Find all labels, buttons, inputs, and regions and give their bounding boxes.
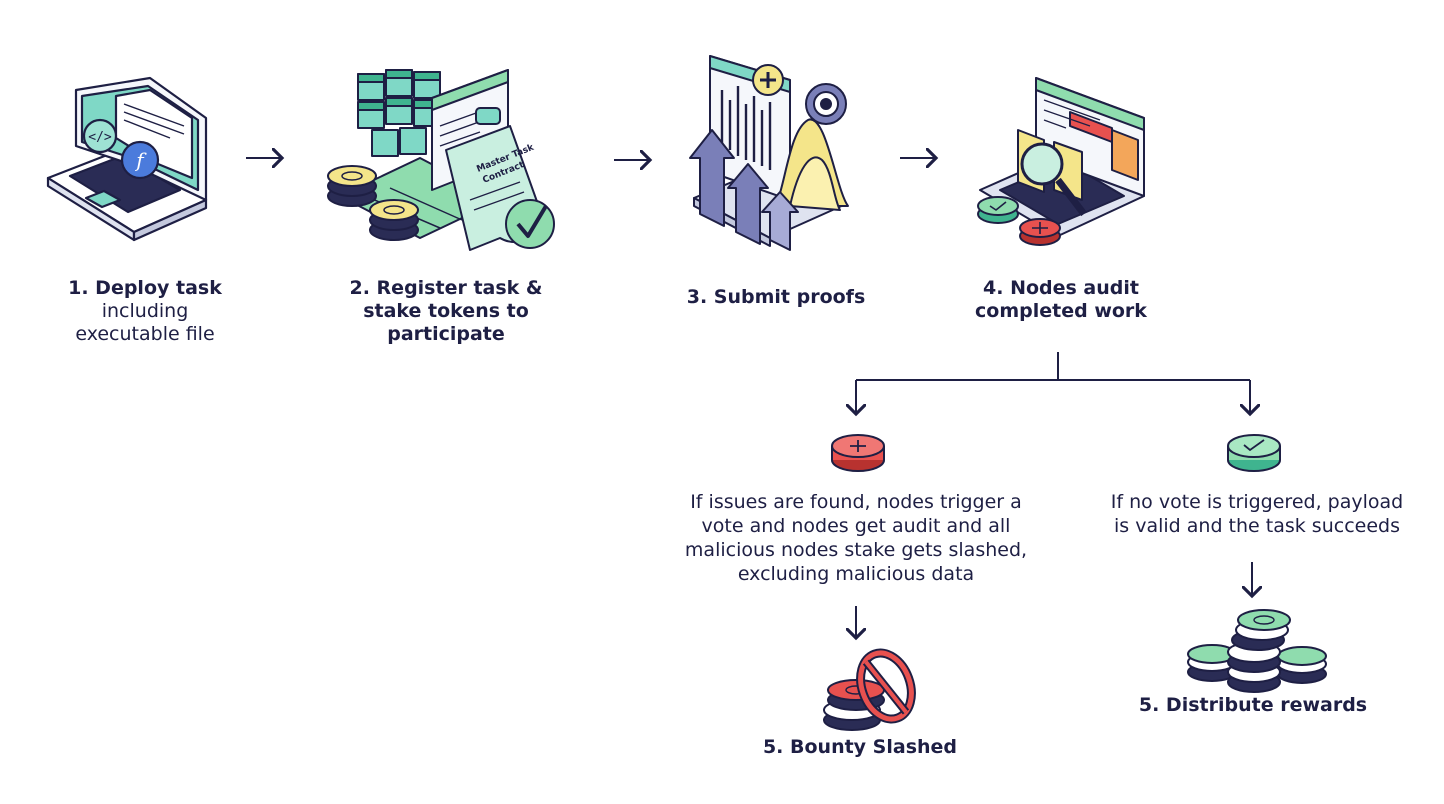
step1-line2: including bbox=[101, 300, 189, 322]
contract-cubes-coins-icon: Master Task Contract bbox=[327, 69, 555, 251]
step1-title: 1. Deploy task bbox=[68, 277, 222, 299]
success-branch-text: If no vote is triggered, payload is vali… bbox=[1080, 490, 1434, 538]
slashed-coins-icon bbox=[823, 648, 916, 731]
step2-line1: 2. Register task & bbox=[349, 277, 543, 299]
step1-label: 1. Deploy task including executable file bbox=[40, 277, 250, 346]
step3-label: 3. Submit proofs bbox=[666, 286, 886, 309]
step4-line2: completed work bbox=[975, 300, 1147, 322]
distribute-rewards-title: 5. Distribute rewards bbox=[1138, 694, 1368, 716]
step4-line1: 4. Nodes audit bbox=[983, 277, 1139, 299]
svg-text:</>: </> bbox=[88, 130, 112, 145]
audit-magnifier-icon bbox=[977, 77, 1145, 246]
step2-label: 2. Register task & stake tokens to parti… bbox=[336, 277, 556, 346]
failure-line-2: vote and nodes get audit and all bbox=[701, 515, 1011, 537]
distribute-rewards-label: 5. Distribute rewards bbox=[1136, 694, 1370, 717]
failure-branch-text: If issues are found, nodes trigger a vot… bbox=[650, 490, 1062, 586]
bounty-slashed-title: 5. Bounty Slashed bbox=[762, 736, 958, 758]
failure-line-1: If issues are found, nodes trigger a bbox=[690, 491, 1022, 513]
success-line-2: is valid and the task succeeds bbox=[1114, 515, 1400, 537]
reward-coins-stack-icon bbox=[1187, 609, 1327, 693]
step3-title: 3. Submit proofs bbox=[686, 286, 866, 308]
step1-line3: executable file bbox=[75, 323, 215, 345]
proof-charts-icon bbox=[689, 55, 849, 251]
step4-label: 4. Nodes audit completed work bbox=[956, 277, 1166, 323]
success-line-1: If no vote is triggered, payload bbox=[1110, 491, 1404, 513]
failure-line-3: malicious nodes stake gets slashed, bbox=[684, 539, 1028, 561]
red-plus-badge-icon bbox=[831, 434, 885, 472]
green-check-badge-icon bbox=[1227, 434, 1281, 472]
step2-line2: stake tokens to bbox=[363, 300, 529, 322]
step2-line3: participate bbox=[387, 323, 505, 345]
branch-connector bbox=[856, 352, 1250, 414]
bounty-slashed-label: 5. Bounty Slashed bbox=[750, 736, 970, 759]
failure-line-4: excluding malicious data bbox=[737, 563, 975, 585]
laptop-code-icon: </> f bbox=[46, 76, 208, 242]
